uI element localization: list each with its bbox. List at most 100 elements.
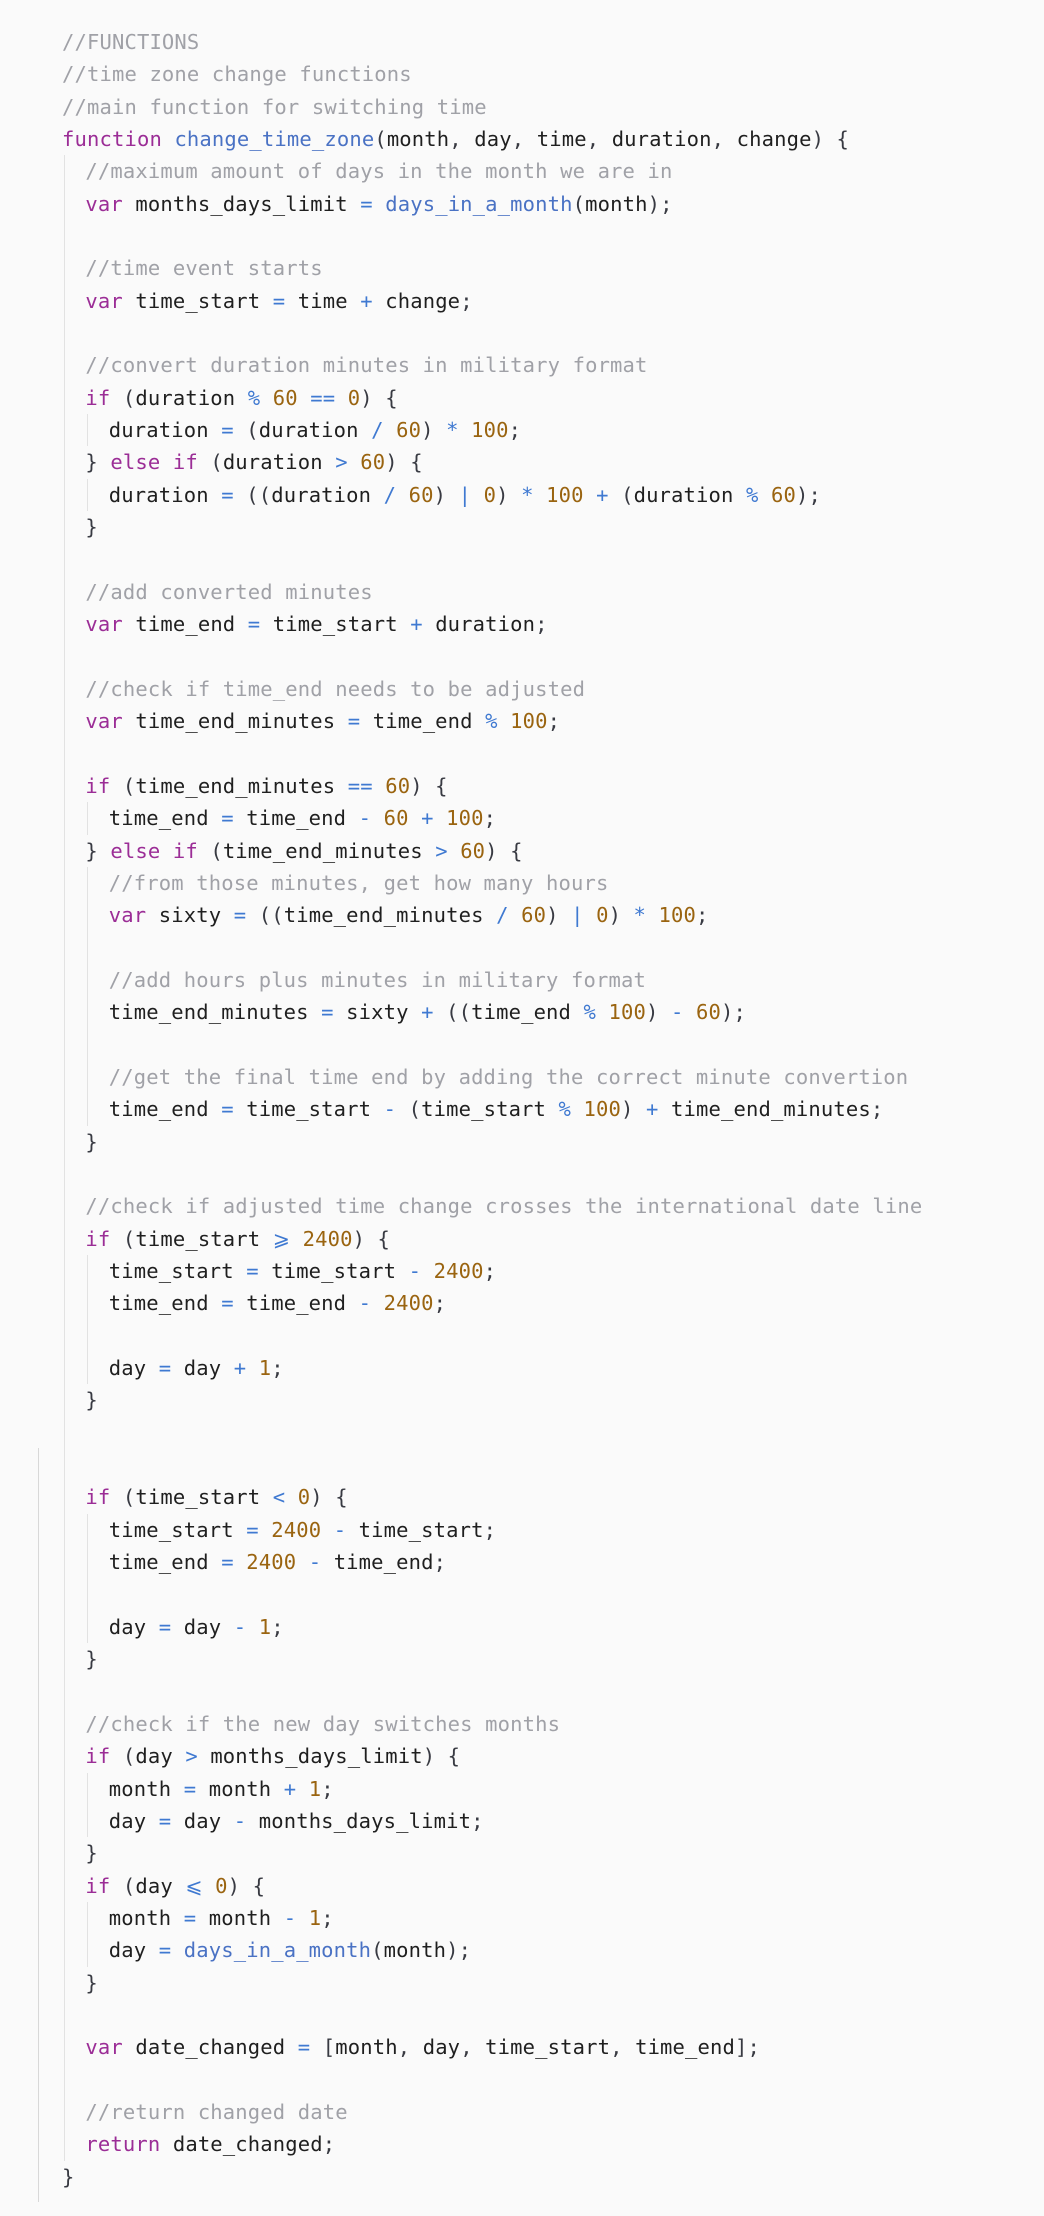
code-line[interactable] xyxy=(62,737,1022,770)
code-line[interactable]: } xyxy=(62,2161,1022,2193)
code-token: //return changed date xyxy=(85,2100,348,2124)
code-line[interactable]: //add converted minutes xyxy=(62,575,1022,609)
code-line[interactable]: } else if (duration > 60) { xyxy=(62,446,1022,479)
code-line[interactable]: //check if the new day switches months xyxy=(62,1707,1022,1741)
code-line[interactable]: if (time_end_minutes == 60) { xyxy=(62,769,1022,803)
code-line[interactable]: //check if time_end needs to be adjusted xyxy=(62,672,1022,706)
indent-guide xyxy=(64,963,65,997)
code-line[interactable]: } xyxy=(62,1837,1022,1870)
code-line[interactable]: time_end = 2400 - time_end; xyxy=(62,1546,1022,1579)
code-token: = xyxy=(347,709,361,734)
code-line-content: time_end = 2400 - time_end; xyxy=(109,1546,446,1578)
indent-guide xyxy=(64,220,65,253)
code-line[interactable]: day = day - months_days_limit; xyxy=(62,1804,1022,1838)
code-token: months_days_limit xyxy=(197,1744,423,1769)
code-line[interactable] xyxy=(62,220,1022,253)
code-line[interactable]: } xyxy=(62,1384,1022,1417)
code-line[interactable] xyxy=(62,1675,1022,1708)
code-token: time_end_minutes xyxy=(658,1097,871,1122)
code-line[interactable] xyxy=(62,1449,1022,1482)
code-line[interactable]: time_start = 2400 - time_start; xyxy=(62,1513,1022,1547)
code-line[interactable]: //add hours plus minutes in military for… xyxy=(62,963,1022,997)
code-line[interactable] xyxy=(62,640,1022,673)
code-line[interactable]: var time_end = time_start + duration; xyxy=(62,608,1022,641)
code-line[interactable] xyxy=(62,1998,1022,2032)
code-line[interactable]: month = month - 1; xyxy=(62,1901,1022,1935)
code-line[interactable]: //check if adjusted time change crosses … xyxy=(62,1190,1022,1223)
code-line[interactable]: time_end_minutes = sixty + ((time_end % … xyxy=(62,996,1022,1029)
code-line[interactable]: month = month + 1; xyxy=(62,1772,1022,1805)
code-line[interactable]: } xyxy=(62,511,1022,544)
code-line[interactable]: } xyxy=(62,1966,1022,1999)
code-line[interactable]: return date_changed; xyxy=(62,2128,1022,2161)
code-line[interactable] xyxy=(62,2063,1022,2096)
indent-guide xyxy=(64,996,65,1029)
code-line[interactable] xyxy=(62,317,1022,350)
code-token: ); xyxy=(647,191,673,216)
code-line[interactable] xyxy=(62,1158,1022,1191)
code-line[interactable]: //get the final time end by adding the c… xyxy=(62,1061,1022,1094)
code-line[interactable]: //maximum amount of days in the month we… xyxy=(62,155,1022,188)
code-token: = xyxy=(221,1550,234,1575)
code-line[interactable]: day = day + 1; xyxy=(62,1352,1022,1385)
code-line[interactable]: day = day - 1; xyxy=(62,1610,1022,1644)
code-line[interactable]: //main function for switching time xyxy=(62,91,1022,123)
indent-guide xyxy=(64,187,65,221)
code-token xyxy=(246,1356,259,1380)
code-line[interactable]: var sixty = ((time_end_minutes / 60) | 0… xyxy=(62,899,1022,932)
code-line[interactable]: //FUNCTIONS xyxy=(62,26,1022,58)
code-line[interactable]: } else if (time_end_minutes > 60) { xyxy=(62,834,1022,867)
code-line[interactable]: time_end = time_end - 2400; xyxy=(62,1287,1022,1320)
code-token: time_end xyxy=(233,806,359,831)
indent-guide xyxy=(64,1901,65,1935)
code-token: month xyxy=(335,2035,398,2060)
code-line[interactable]: var time_end_minutes = time_end % 100; xyxy=(62,705,1022,738)
code-line[interactable]: if (time_start < 0) { xyxy=(62,1481,1022,1514)
code-line[interactable]: if (day ⩽ 0) { xyxy=(62,1869,1022,1902)
code-line[interactable]: //time zone change functions xyxy=(62,58,1022,90)
code-line[interactable]: //time event starts xyxy=(62,252,1022,285)
code-line[interactable] xyxy=(62,1028,1022,1061)
indent-guide xyxy=(64,575,65,609)
code-token xyxy=(459,418,472,442)
code-line[interactable]: //convert duration minutes in military f… xyxy=(62,349,1022,382)
code-block[interactable]: //FUNCTIONS//time zone change functions/… xyxy=(62,26,1022,2193)
code-token: 60 xyxy=(360,450,386,475)
code-line[interactable]: day = days_in_a_month(month); xyxy=(62,1934,1022,1967)
code-token: + xyxy=(410,612,423,637)
code-line[interactable]: if (duration % 60 == 0) { xyxy=(62,381,1022,415)
code-line[interactable]: function change_time_zone(month, day, ti… xyxy=(62,123,1022,155)
code-token: var xyxy=(85,191,123,216)
indent-guide xyxy=(64,1934,65,1967)
code-line[interactable]: time_start = time_start - 2400; xyxy=(62,1255,1022,1288)
code-line[interactable]: //from those minutes, get how many hours xyxy=(62,866,1022,900)
code-line-content: } xyxy=(85,1643,98,1675)
code-line[interactable]: duration = ((duration / 60) | 0) * 100 +… xyxy=(62,478,1022,512)
code-line[interactable]: //return changed date xyxy=(62,2096,1022,2129)
code-line[interactable]: time_end = time_end - 60 + 100; xyxy=(62,802,1022,835)
code-line[interactable]: var months_days_limit = days_in_a_month(… xyxy=(62,187,1022,221)
code-line[interactable] xyxy=(62,1319,1022,1353)
code-token: ; xyxy=(535,612,548,637)
code-line[interactable]: var time_start = time + change; xyxy=(62,284,1022,318)
code-line[interactable]: if (time_start ⩾ 2400) { xyxy=(62,1222,1022,1256)
code-line[interactable]: } xyxy=(62,1643,1022,1676)
code-line[interactable] xyxy=(62,1416,1022,1450)
code-line[interactable]: if (day > months_days_limit) { xyxy=(62,1740,1022,1773)
code-line[interactable]: } xyxy=(62,1125,1022,1159)
code-line[interactable] xyxy=(62,931,1022,964)
code-token: 100 xyxy=(608,1000,647,1025)
code-token: months_days_limit xyxy=(122,191,361,216)
code-line[interactable] xyxy=(62,1578,1022,1611)
code-token: > xyxy=(185,1744,198,1769)
code-token: > xyxy=(435,838,448,863)
indent-guide xyxy=(87,899,89,932)
indent-guide xyxy=(87,1255,89,1288)
code-line[interactable]: var date_changed = [month, day, time_sta… xyxy=(62,2031,1022,2064)
code-line[interactable] xyxy=(62,543,1022,576)
code-token: } xyxy=(85,1841,98,1866)
code-line[interactable]: duration = (duration / 60) * 100; xyxy=(62,414,1022,447)
code-line[interactable]: time_end = time_start - (time_start % 10… xyxy=(62,1093,1022,1126)
code-token: = xyxy=(221,1097,234,1122)
